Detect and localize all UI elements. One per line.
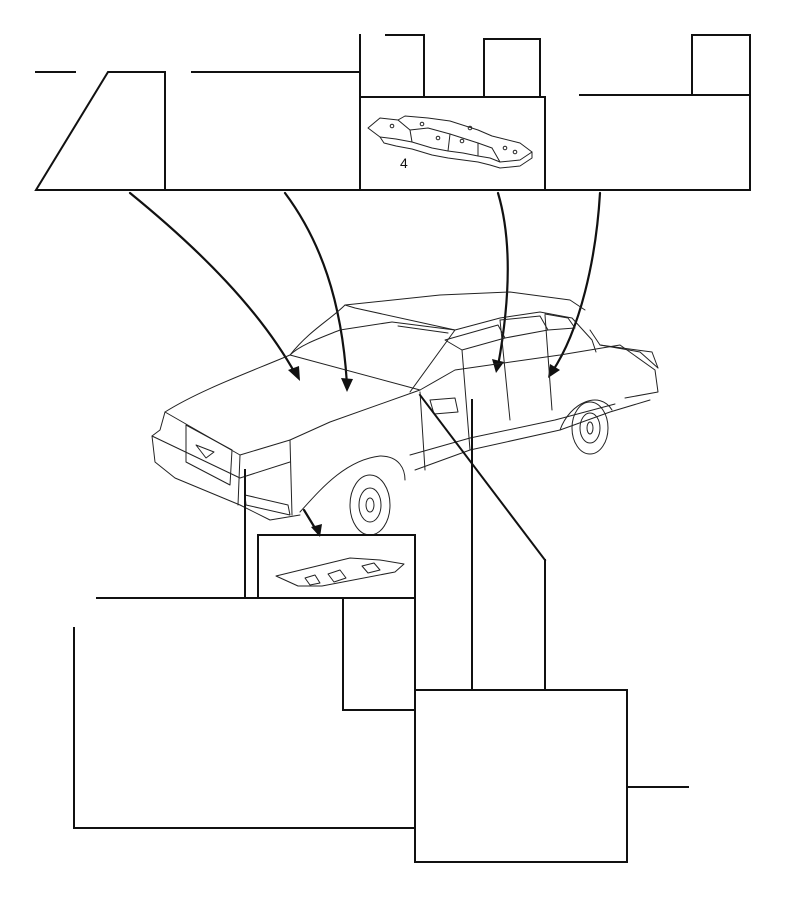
bottom-right-box — [414, 399, 689, 863]
bracket-part-illustration — [367, 115, 533, 169]
leader-lines — [128, 191, 602, 392]
door-leader — [418, 393, 547, 562]
underbody-leader — [302, 508, 322, 537]
callout-number-4: 4 — [400, 155, 408, 171]
top-second-box — [164, 71, 361, 191]
top-left-box — [34, 71, 166, 191]
bottom-left-box — [73, 597, 416, 829]
underbody-panel-box — [244, 469, 416, 599]
top-right-box — [544, 34, 751, 191]
car-illustration — [151, 291, 659, 536]
underbody-panel-illustration — [275, 557, 405, 587]
